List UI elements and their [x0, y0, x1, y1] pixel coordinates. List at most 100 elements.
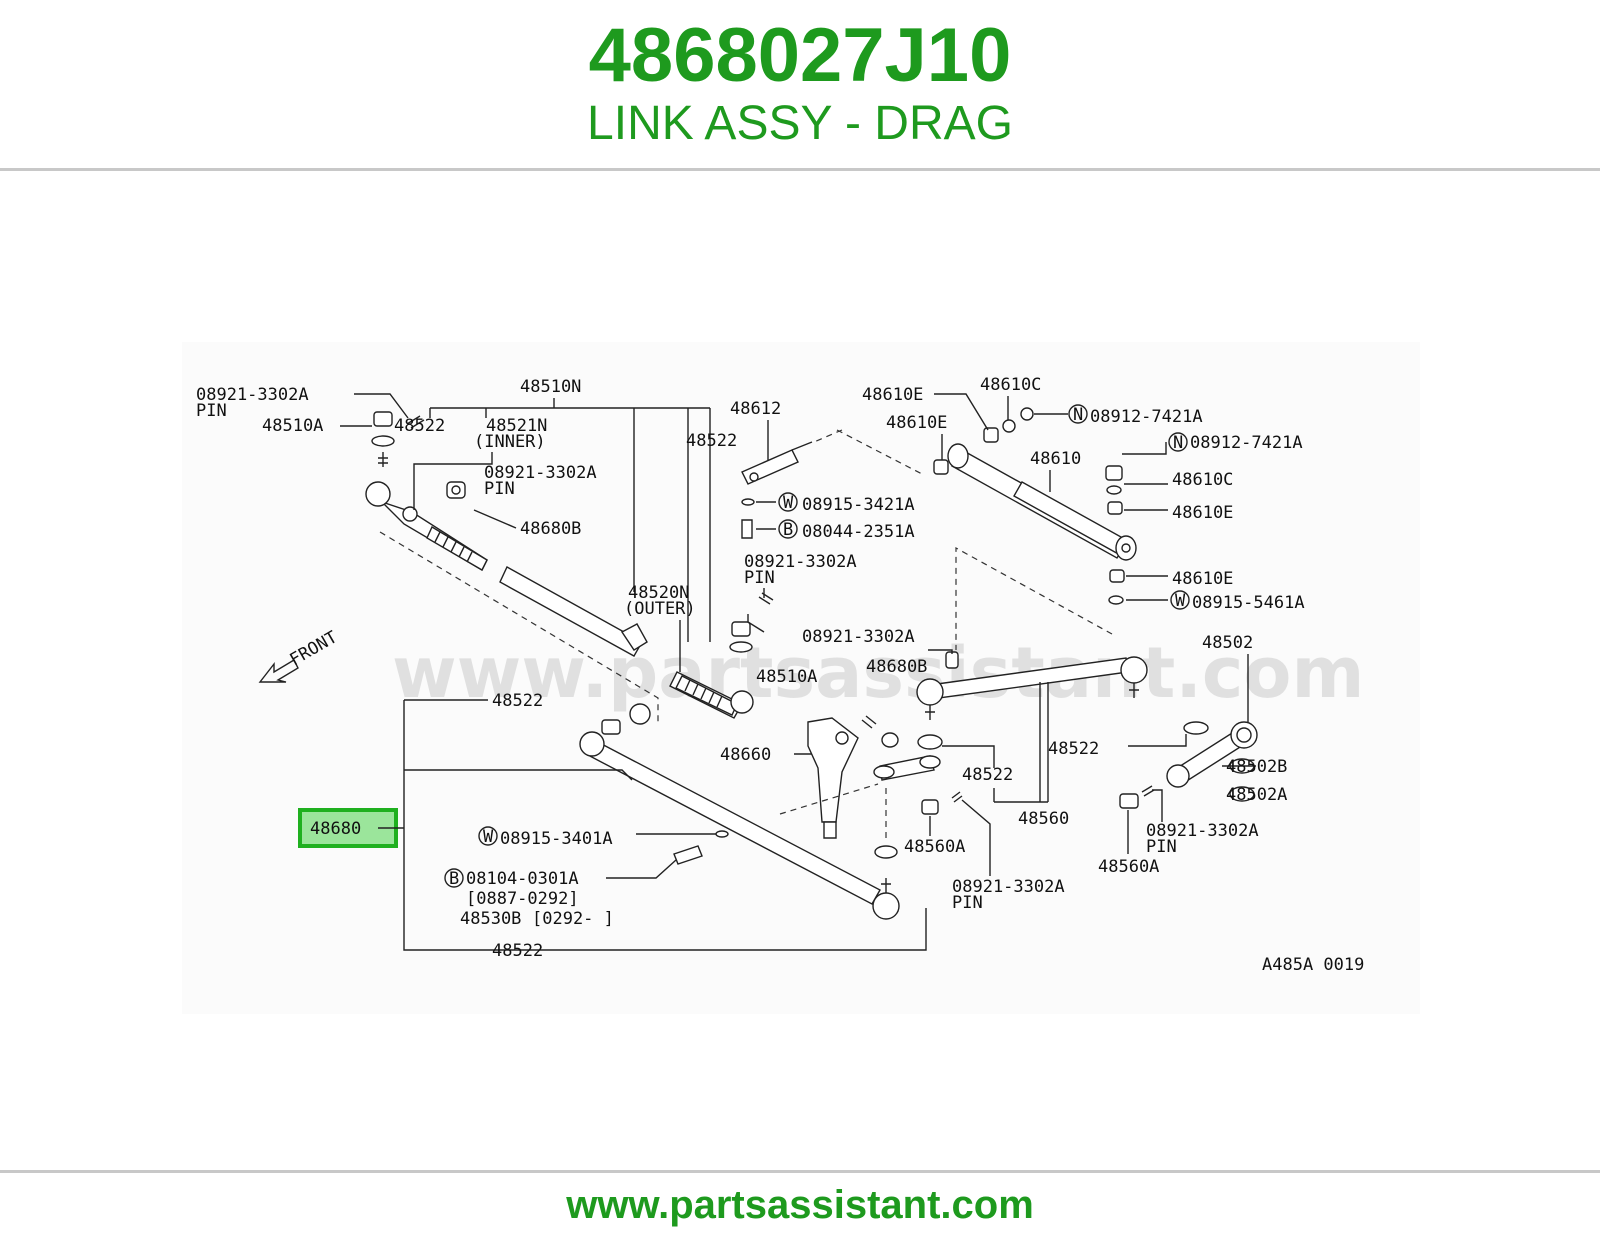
label-b-08044-2351a: 08044-2351A — [802, 522, 915, 542]
label-pin-08921-6: 08921-3302A — [952, 877, 1065, 897]
tie-rod-tube — [499, 566, 643, 657]
diagram-svg: www.partsassistant.com — [182, 342, 1420, 1014]
label-48502b: 48502B — [1226, 757, 1287, 777]
outer-ball-joint — [730, 690, 754, 714]
label-48610c-a: 48610C — [980, 375, 1041, 395]
page-header: 4868027J10 LINK ASSY - DRAG — [0, 0, 1600, 168]
inner-joint-eye — [402, 506, 418, 522]
nut-48522-pitman — [1183, 721, 1209, 735]
label-n-08912-7421a-b: 08912-7421A — [1190, 433, 1303, 453]
leader-pin-6 — [961, 799, 991, 876]
label-48520n-outer: (OUTER) — [624, 599, 696, 619]
steering-damper-48610 — [947, 443, 1137, 561]
nut-badge-2 — [1168, 432, 1188, 452]
bolt-badge-letter-1: B — [783, 520, 793, 540]
label-48510a-top: 48510A — [262, 416, 323, 436]
label-pin-word-2: PIN — [484, 479, 515, 499]
leader-pin-5 — [1152, 789, 1163, 822]
damper-dash-line — [836, 429, 923, 475]
label-48610e-b: 48610E — [886, 413, 947, 433]
leader-48522-d — [942, 745, 995, 768]
washer-part-3421a — [741, 498, 755, 506]
pitman-washers — [1229, 758, 1255, 802]
washer-badge-letter-1: W — [783, 493, 794, 513]
highlight-box-48680[interactable]: 48680 — [298, 808, 404, 848]
label-pin-word-5: PIN — [1146, 837, 1177, 857]
part-title: LINK ASSY - DRAG — [587, 97, 1013, 150]
label-pin-word-top: PIN — [196, 401, 227, 421]
label-date-range-a: [0887-0292] — [466, 889, 579, 909]
drag-link-48680 — [579, 703, 900, 920]
leader-b-0301a — [606, 859, 677, 879]
washer-badge-2 — [1170, 590, 1190, 610]
washer-part-5461a — [1108, 595, 1124, 605]
label-48522-d: 48522 — [962, 765, 1013, 785]
leader-48521n — [413, 452, 493, 510]
castle-nut-48510a-bottom — [729, 621, 753, 653]
leader-pin-top — [354, 393, 409, 419]
leader-n-08912-b — [1122, 442, 1167, 455]
bolt-badge-1 — [778, 519, 798, 539]
label-n-08912-7421a-a: 08912-7421A — [1090, 407, 1203, 427]
label-48560a-b: 48560A — [1098, 857, 1159, 877]
assembly-dash-line-2 — [813, 429, 843, 443]
part-number: 4868027J10 — [588, 13, 1012, 98]
header-divider — [0, 168, 1600, 171]
label-48610e-d: 48610E — [1172, 569, 1233, 589]
leader-48522-e — [403, 699, 927, 951]
bolt-part-2351a — [741, 519, 753, 539]
label-48680b-a: 48680B — [520, 519, 581, 539]
cotter-pin-top — [406, 415, 425, 429]
leader-48510n — [429, 398, 711, 642]
inner-ball-joint — [365, 481, 391, 507]
label-pin-08921-5: 08921-3302A — [1146, 821, 1259, 841]
footer-divider — [0, 1170, 1600, 1173]
label-w-08915-5461a: 08915-5461A — [1192, 593, 1305, 613]
leader-48610e-a — [934, 393, 989, 431]
leader-pin-4 — [928, 649, 953, 654]
label-48520n: 48520N — [628, 583, 689, 603]
bolt-part-0301a — [673, 845, 703, 865]
clamp-48680b — [446, 481, 466, 499]
pitman-arm-48502 — [1166, 721, 1258, 788]
idler-dash-line — [779, 783, 887, 838]
nut-badge-letter-1: N — [1073, 405, 1083, 425]
label-pin-08921-2: 08921-3302A — [484, 463, 597, 483]
drawing-code: A485A 0019 — [1262, 955, 1364, 975]
nut-badge-1 — [1068, 404, 1088, 424]
damper-nut-48610c — [1002, 407, 1034, 433]
label-48522-e: 48522 — [492, 691, 543, 711]
washer-badge-1 — [778, 492, 798, 512]
cotter-pin-48560 — [951, 791, 963, 803]
label-48510a-b: 48510A — [756, 667, 817, 687]
damper-mount-dash — [955, 546, 1113, 650]
watermark-text: www.partsassistant.com — [392, 632, 1364, 714]
label-48510n: 48510N — [520, 377, 581, 397]
leader-48680-main — [404, 769, 633, 781]
label-w-08915-3401a: 08915-3401A — [500, 829, 613, 849]
label-48522-f: 48522 — [492, 941, 543, 961]
label-48610e-c: 48610E — [1172, 503, 1233, 523]
center-relay-rod — [916, 651, 1148, 720]
leader-48560-bracket — [993, 682, 1049, 803]
nut-badge-letter-2: N — [1173, 433, 1183, 453]
label-48610c-b: 48610C — [1172, 470, 1233, 490]
tie-rod-clamp — [620, 623, 648, 651]
label-pin-08921-top: 08921-3302A — [196, 385, 309, 405]
label-pin-08921-4: 08921-3302A — [802, 627, 915, 647]
bracket-48612 — [741, 441, 813, 485]
damper-bushing-48610e — [933, 427, 999, 475]
leader-48510a-b — [747, 614, 765, 633]
label-48502a: 48502A — [1226, 785, 1287, 805]
leader-48680b-a — [473, 509, 517, 529]
idler-link-48560 — [873, 732, 943, 859]
footer-url-link[interactable]: www.partsassistant.com — [566, 1183, 1034, 1227]
label-date-range-b: [0292- ] — [532, 909, 614, 929]
cotter-pin-idler — [861, 715, 877, 729]
washer-badge-3 — [478, 826, 498, 846]
label-48610e-a: 48610E — [862, 385, 923, 405]
label-pin-word-3: PIN — [744, 568, 775, 588]
label-pin-08921-3: 08921-3302A — [744, 552, 857, 572]
label-48680b-b: 48680B — [866, 657, 927, 677]
label-48522-c: 48522 — [1048, 739, 1099, 759]
